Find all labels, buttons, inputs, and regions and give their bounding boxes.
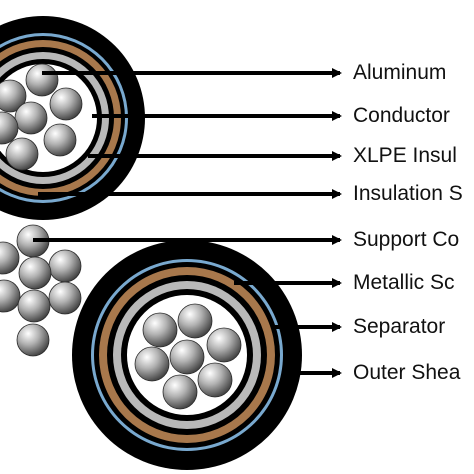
lower-phase-conductor [72, 240, 302, 470]
label-outer-sheath: Outer Shea [353, 361, 461, 384]
upper-phase-conductor [0, 16, 145, 220]
support-core [0, 224, 82, 357]
label-support-core: Support Co [353, 228, 460, 251]
leader-arrows [33, 68, 342, 378]
label-insulation-screen: Insulation S [353, 182, 463, 205]
label-aluminum: Aluminum [353, 61, 447, 84]
label-xlpe-insulation: XLPE Insul [353, 144, 457, 167]
label-metallic-screen: Metallic Sc [353, 271, 455, 294]
upper-conductor-strands [0, 63, 83, 171]
lower-conductor-strands [134, 303, 242, 410]
label-conductor: Conductor [353, 104, 450, 127]
label-separator: Separator [353, 315, 446, 338]
